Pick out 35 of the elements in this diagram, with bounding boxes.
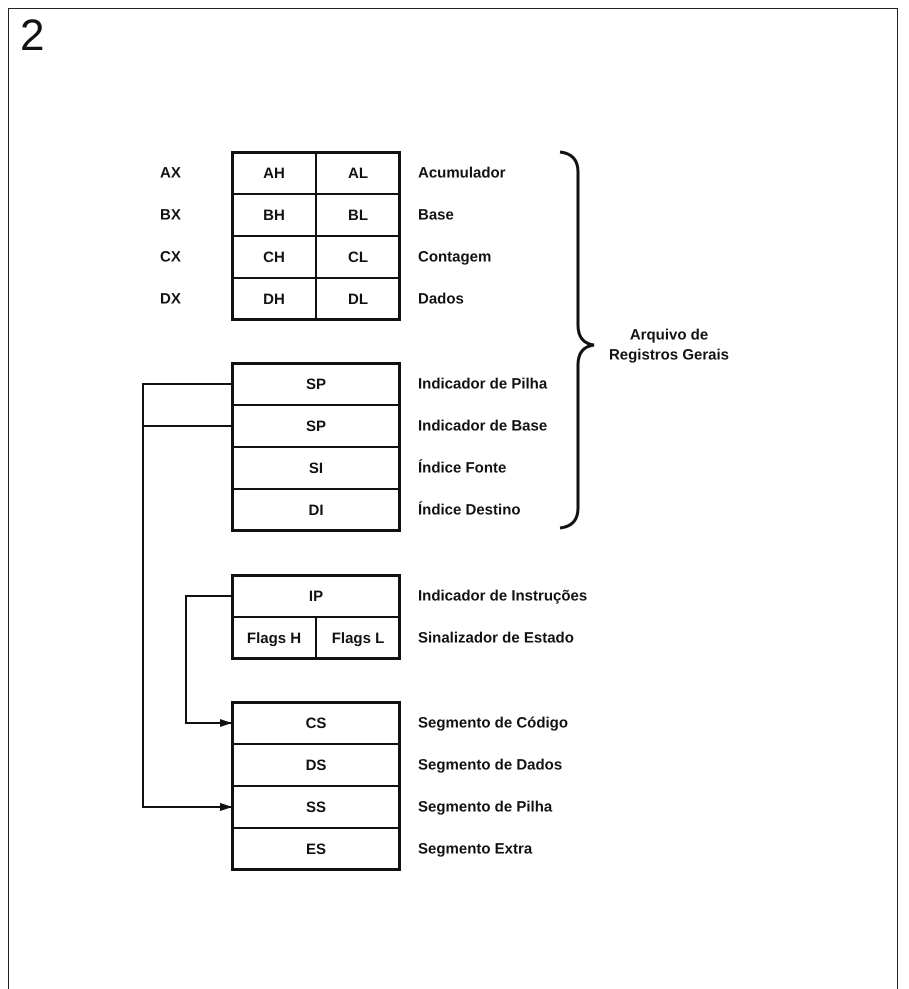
register-name: AX <box>160 164 181 182</box>
register-cell: DH <box>232 278 316 320</box>
group-label: Arquivo de Registros Gerais <box>608 326 730 364</box>
register-name: CX <box>160 248 181 266</box>
register-cell: AL <box>316 152 400 194</box>
register-description: Segmento de Pilha <box>418 798 552 816</box>
register-description: Segmento de Código <box>418 714 568 732</box>
register-description: Índice Fonte <box>418 460 506 476</box>
figure-number: 2 <box>20 14 44 58</box>
register-cell: DS <box>232 744 400 786</box>
register-cell: BL <box>316 194 400 236</box>
register-description: Indicador de Pilha <box>418 376 548 392</box>
register-description: Base <box>418 206 454 224</box>
register-description: Indicador de Base <box>418 418 548 434</box>
register-cell: DL <box>316 278 400 320</box>
register-cell: CH <box>232 236 316 278</box>
register-description: Contagem <box>418 248 492 266</box>
register-description: Dados <box>418 290 464 308</box>
register-cell: CL <box>316 236 400 278</box>
register-description: Acumulador <box>418 164 506 182</box>
register-cell: SS <box>232 786 400 828</box>
register-description: Segmento Extra <box>418 840 532 858</box>
register-cell: SP <box>232 405 400 447</box>
register-description: Indicador de Instruções <box>418 588 588 604</box>
register-cell: Flags L <box>316 617 400 659</box>
register-cell: SI <box>232 447 400 489</box>
register-cell: AH <box>232 152 316 194</box>
register-cell: Flags H <box>232 617 316 659</box>
register-cell: BH <box>232 194 316 236</box>
arrow <box>185 595 232 727</box>
register-name: BX <box>160 206 181 224</box>
register-description: Segmento de Dados <box>418 756 562 774</box>
register-description: Índice Destino <box>418 502 521 518</box>
register-name: DX <box>160 290 181 308</box>
register-description: Sinalizador de Estado <box>418 630 574 646</box>
